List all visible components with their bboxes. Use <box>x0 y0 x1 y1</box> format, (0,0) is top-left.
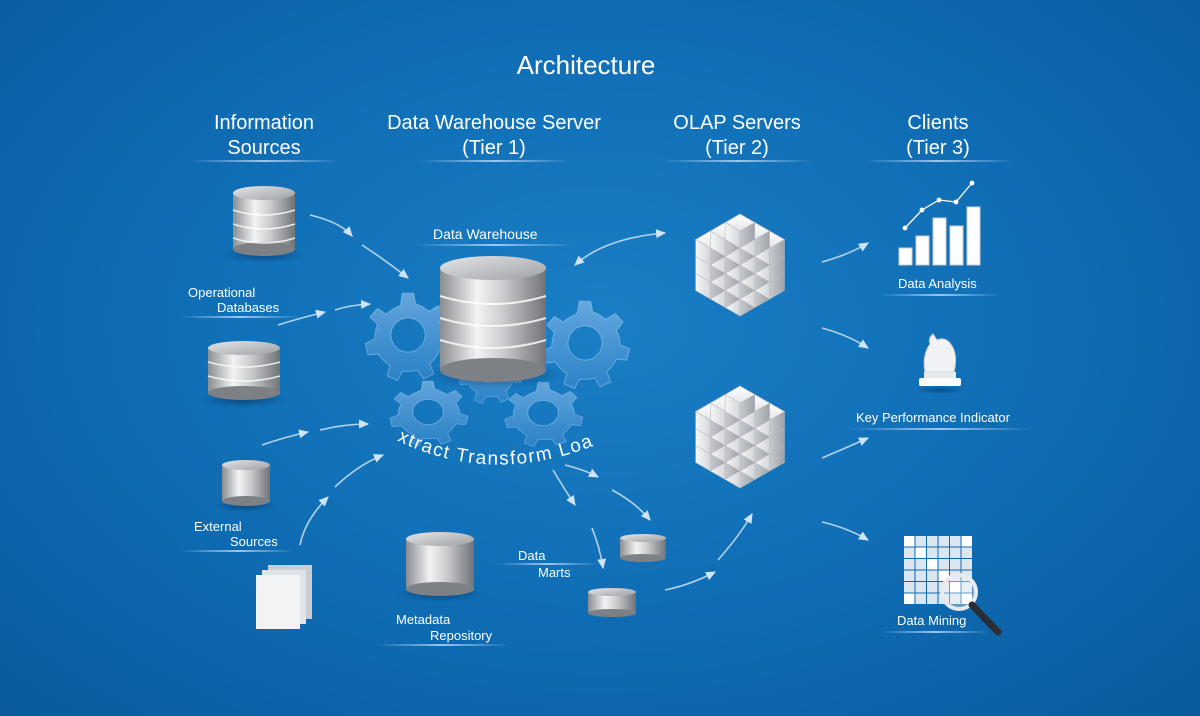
grid-cell <box>961 547 972 558</box>
grid-cell <box>961 582 972 593</box>
grid-cell <box>961 559 972 570</box>
label-data-mining: Data Mining <box>897 613 967 628</box>
documents-icon <box>256 565 312 629</box>
underline <box>375 644 510 646</box>
bidirectional-arrow <box>574 229 667 266</box>
column-header-line: OLAP Servers <box>673 112 801 134</box>
grid-cell <box>950 559 961 570</box>
grid-cell <box>950 582 961 593</box>
database-icon <box>620 534 666 562</box>
flow-arrows <box>261 214 870 591</box>
grid-cell <box>938 536 949 547</box>
label-metadata: Metadata <box>396 612 451 627</box>
olap-cube-icon <box>695 213 785 317</box>
column-header-line: Sources <box>227 137 301 159</box>
underline <box>415 244 575 246</box>
underline <box>180 316 300 318</box>
grid-cell <box>915 536 926 547</box>
database-icon <box>222 186 306 263</box>
grid-cell <box>938 570 949 581</box>
cube-block <box>724 213 756 232</box>
grid-cell <box>904 559 915 570</box>
label-data-warehouse: Data Warehouse <box>433 226 538 242</box>
underline <box>420 160 570 162</box>
grid-cell <box>904 593 915 604</box>
underline <box>663 160 813 162</box>
column-header-line: Data Warehouse Server <box>387 112 601 134</box>
underline <box>864 160 1014 162</box>
column-header-line: (Tier 1) <box>462 137 526 159</box>
underline <box>180 550 295 552</box>
column-header-line: Clients <box>907 112 969 134</box>
column-header-information-sources: Information Sources <box>134 111 394 161</box>
grid-cell <box>927 547 938 558</box>
database-icon <box>588 588 636 617</box>
underline <box>880 294 1000 296</box>
label-data: Data <box>518 548 546 563</box>
underline <box>850 428 1030 430</box>
grid-cell <box>950 536 961 547</box>
label-databases: Databases <box>217 300 280 315</box>
label-operational: Operational <box>188 285 256 300</box>
grid-cell <box>904 582 915 593</box>
database-icon <box>200 341 288 408</box>
grid-cell <box>961 593 972 604</box>
grid-cell <box>950 547 961 558</box>
cube-block <box>724 385 756 404</box>
grid-cell <box>927 559 938 570</box>
grid-cell <box>915 570 926 581</box>
grid-cell <box>927 570 938 581</box>
column-header-line: (Tier 2) <box>705 137 769 159</box>
grid-cell <box>927 536 938 547</box>
grid-cell <box>938 559 949 570</box>
bar-chart-icon <box>898 180 981 266</box>
chess-knight-icon <box>914 333 966 394</box>
column-header-olap-servers: OLAP Servers (Tier 2) <box>607 111 867 161</box>
grid-cell <box>904 547 915 558</box>
grid-cell <box>904 536 915 547</box>
grid-cell <box>961 536 972 547</box>
label-external: External <box>194 519 242 534</box>
label-repository: Repository <box>430 628 493 643</box>
column-header-line: (Tier 3) <box>906 137 970 159</box>
label-sources: Sources <box>230 534 278 549</box>
database-icon <box>394 532 486 602</box>
grid-cell <box>950 593 961 604</box>
grid-cell <box>915 582 926 593</box>
database-icon <box>212 460 280 512</box>
magnifier-grid-icon <box>904 536 1002 636</box>
label-marts: Marts <box>538 565 571 580</box>
underline <box>498 563 598 565</box>
olap-cube-icon <box>695 385 785 489</box>
page-title: Architecture <box>516 50 656 80</box>
underline <box>190 160 340 162</box>
grid-cell <box>915 547 926 558</box>
grid-cell <box>927 582 938 593</box>
grid-cell <box>904 570 915 581</box>
column-header-clients: Clients (Tier 3) <box>808 111 1068 161</box>
grid-cell <box>938 547 949 558</box>
grid-cell <box>915 559 926 570</box>
database-icon <box>424 256 564 389</box>
column-header-line: Information <box>213 112 315 134</box>
label-data-analysis: Data Analysis <box>898 276 977 291</box>
grid-cell <box>915 593 926 604</box>
column-header-dw-server: Data Warehouse Server (Tier 1) <box>364 111 624 161</box>
grid-cell <box>927 593 938 604</box>
underline <box>880 631 990 633</box>
label-kpi: Key Performance Indicator <box>856 410 1010 425</box>
